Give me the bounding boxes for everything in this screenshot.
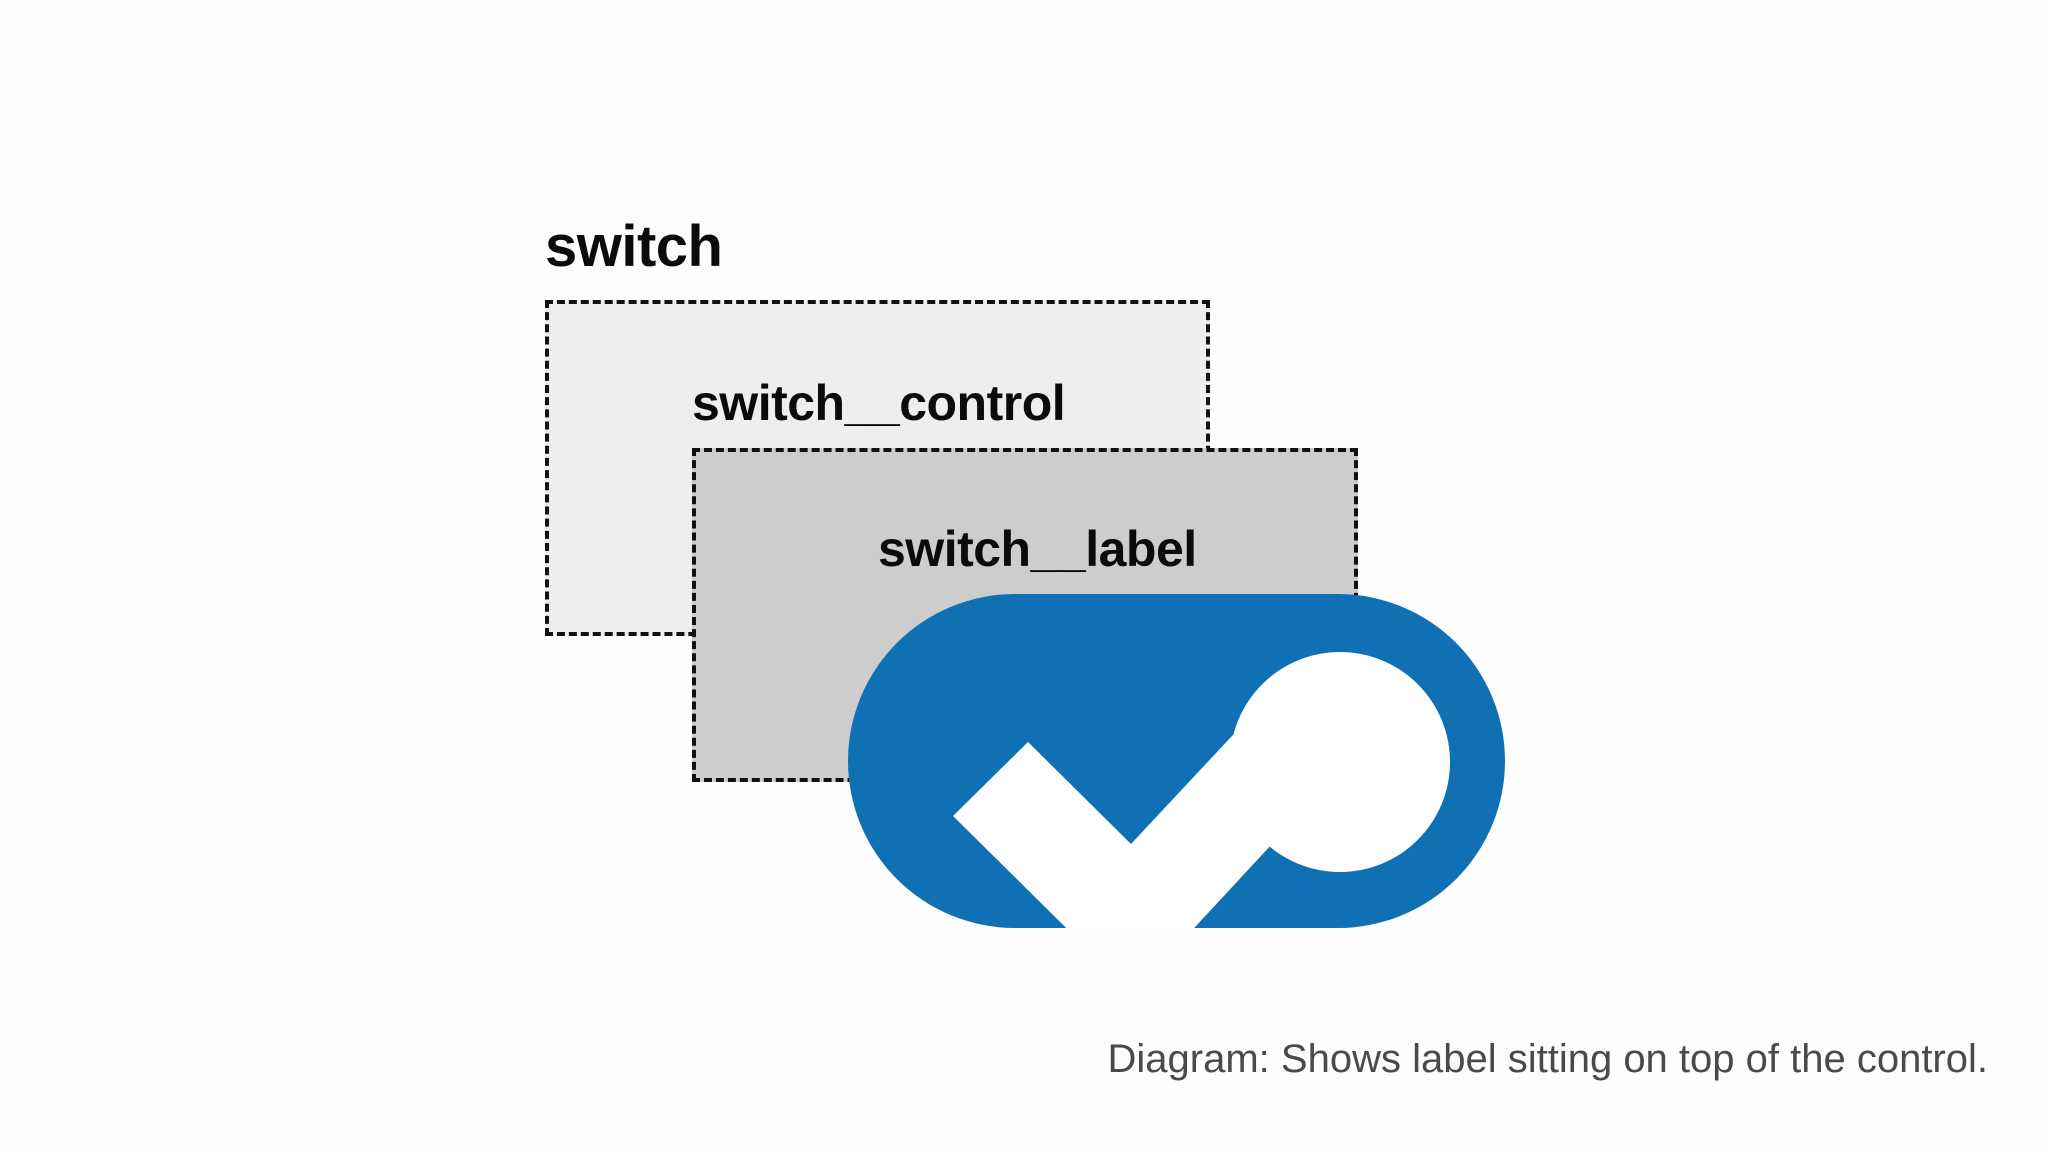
switch-control-visual[interactable]	[848, 594, 1505, 928]
toggle-knob-icon[interactable]	[1230, 652, 1450, 872]
block-name-label: switch	[545, 214, 723, 279]
diagram-caption: Diagram: Shows label sitting on top of t…	[1107, 1037, 1988, 1081]
element-name-label-label: switch__label	[878, 521, 1197, 577]
switch-track-icon	[848, 594, 1505, 928]
element-name-label-control: switch__control	[692, 375, 1066, 431]
